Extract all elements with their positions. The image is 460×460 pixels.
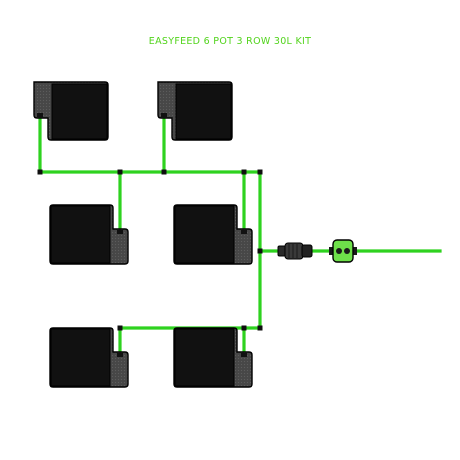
connector-port-left [336,248,342,254]
diagram-title: EASYFEED 6 POT 3 ROW 30L KIT [148,36,312,47]
pot-3 [49,204,129,265]
pot-2 [157,81,233,141]
filter-connector [329,239,357,263]
connector-port-right [344,248,350,254]
pot-6 [173,327,253,388]
pot-4 [173,204,253,265]
inline-valve [277,242,313,260]
pot-5 [49,327,129,388]
feed-pipe-network [38,114,442,354]
pipe-junctions [37,169,263,331]
pot-1 [33,81,109,141]
